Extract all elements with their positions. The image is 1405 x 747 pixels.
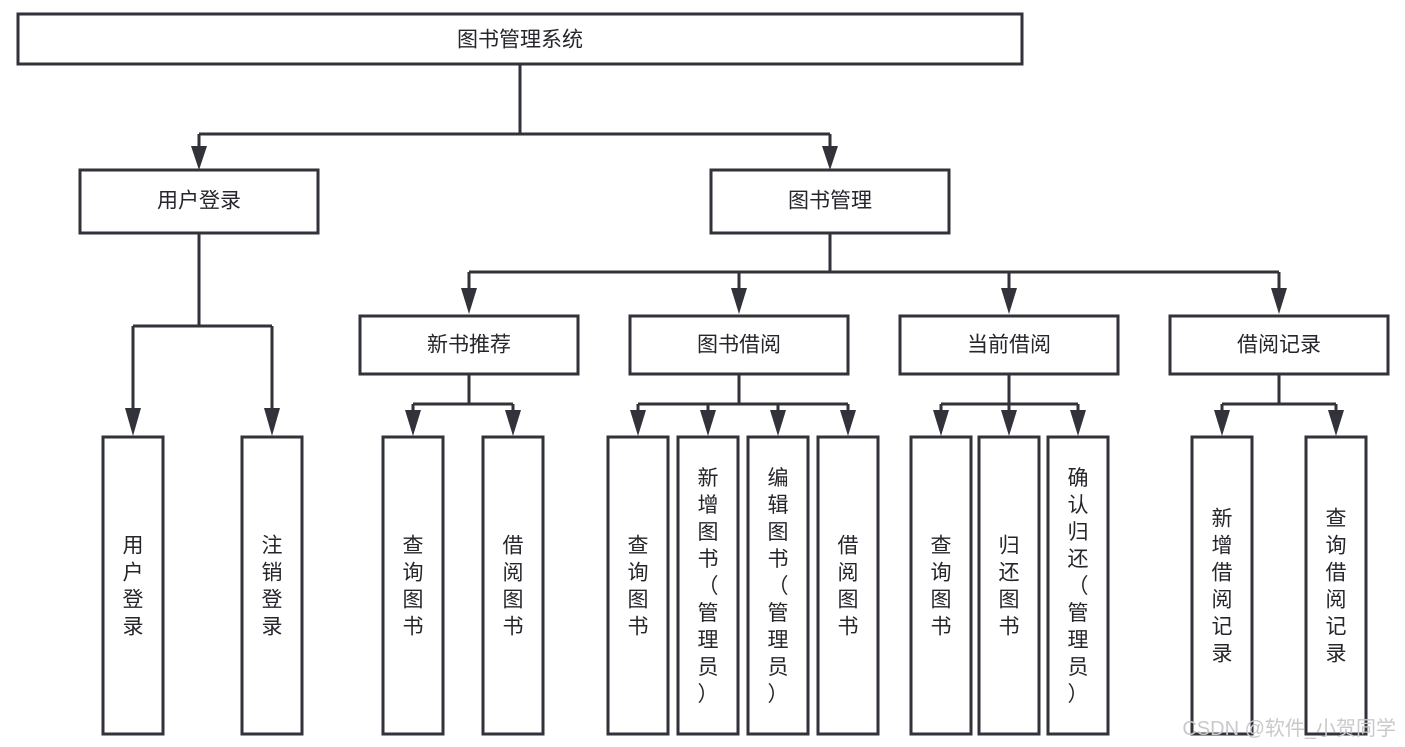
arrow-to-borrow-record: [1271, 288, 1287, 314]
arrow-to-current-borrow: [1001, 288, 1017, 314]
arrow-to-user-login: [191, 146, 207, 170]
node-user-login[interactable]: 用户登录: [78, 168, 320, 235]
arrow-to-leaf-query-book-1: [405, 410, 421, 436]
leaf-add-record-label: 新增借阅记录: [1212, 508, 1233, 666]
leaf-borrow-book-2-label: 借阅图书: [838, 535, 859, 639]
leaf-query-book-1[interactable]: [381, 435, 445, 736]
arrow-to-leaf-confirm-return: [1070, 410, 1086, 436]
leaf-add-record-box[interactable]: [1190, 435, 1254, 736]
watermark-label: CSDN @软件_小贺同学: [1182, 717, 1396, 740]
node-borrow-record[interactable]: 借阅记录: [1168, 314, 1390, 376]
leaf-confirm-return-box[interactable]: [1046, 435, 1110, 736]
leaf-add-book-box[interactable]: [676, 435, 740, 736]
node-current-borrow-box[interactable]: [898, 314, 1120, 376]
leaf-borrow-book-1[interactable]: [481, 435, 545, 736]
leaf-edit-book[interactable]: [746, 435, 810, 736]
leaf-borrow-book-2-box[interactable]: [816, 435, 880, 736]
leaf-query-record[interactable]: [1304, 435, 1368, 736]
leaf-logout-login-label: 注销登录: [262, 535, 283, 639]
leaf-query-book-3-label: 查询图书: [931, 535, 952, 639]
node-root-label: 图书管理系统: [457, 29, 583, 52]
arrow-to-leaf-user-login: [125, 408, 141, 436]
node-book-borrow[interactable]: 图书借阅: [628, 314, 850, 376]
leaf-user-login-box[interactable]: [101, 435, 165, 736]
arrow-to-book-management: [822, 146, 838, 170]
leaf-return-book-box[interactable]: [977, 435, 1041, 736]
arrow-to-leaf-borrow-book-2: [840, 410, 856, 436]
leaf-add-book-label: 新增图书（管理员）: [698, 467, 719, 706]
node-root-box[interactable]: [16, 12, 1024, 66]
arrow-to-leaf-return-book: [1001, 410, 1017, 436]
connector-book-management-bus: [467, 232, 1281, 292]
leaf-add-record[interactable]: [1190, 435, 1254, 736]
leaf-return-book-label: 归还图书: [999, 535, 1020, 639]
node-new-book-recommend-box[interactable]: [358, 314, 580, 376]
connector-user-login-bus: [131, 233, 274, 410]
leaf-edit-book-label: 编辑图书（管理员）: [768, 467, 789, 706]
leaf-edit-book-box[interactable]: [746, 435, 810, 736]
node-user-login-box[interactable]: [78, 168, 320, 235]
node-new-book-recommend-label: 新书推荐: [427, 334, 511, 357]
leaf-query-book-1-label: 查询图书: [403, 535, 424, 639]
leaf-confirm-return-label: 确认归还（管理员）: [1068, 467, 1089, 706]
node-book-management-label: 图书管理: [788, 190, 872, 213]
leaf-query-book-3[interactable]: [909, 435, 973, 736]
connector-book-borrow-bus: [636, 374, 850, 414]
node-new-book-recommend[interactable]: 新书推荐: [358, 314, 580, 376]
leaf-user-login[interactable]: [101, 435, 165, 736]
leaf-query-book-2[interactable]: [606, 435, 670, 736]
leaf-label-layer: 用户登录 注销登录 查询图书 借阅图书 查询图书 新增图书（管理员） 编辑图书（…: [123, 467, 1347, 706]
connector-root-bus: [197, 64, 832, 156]
leaf-query-record-label: 查询借阅记录: [1326, 508, 1347, 666]
node-root[interactable]: 图书管理系统: [16, 12, 1024, 66]
leaf-query-book-2-label: 查询图书: [628, 535, 649, 639]
arrow-to-leaf-borrow-book-1: [505, 410, 521, 436]
node-current-borrow-label: 当前借阅: [967, 334, 1051, 357]
leaf-query-record-box[interactable]: [1304, 435, 1368, 736]
arrow-to-leaf-edit-book: [770, 410, 786, 436]
node-current-borrow[interactable]: 当前借阅: [898, 314, 1120, 376]
arrow-to-leaf-query-book-2: [630, 410, 646, 436]
leaf-logout-login[interactable]: [240, 435, 304, 736]
leaf-borrow-book-1-box[interactable]: [481, 435, 545, 736]
arrow-to-leaf-query-book-3: [933, 410, 949, 436]
arrow-to-leaf-add-record: [1214, 410, 1230, 436]
leaf-add-book[interactable]: [676, 435, 740, 736]
node-borrow-record-box[interactable]: [1168, 314, 1390, 376]
node-book-borrow-box[interactable]: [628, 314, 850, 376]
leaf-query-book-3-box[interactable]: [909, 435, 973, 736]
node-book-borrow-label: 图书借阅: [697, 334, 781, 357]
leaf-return-book[interactable]: [977, 435, 1041, 736]
arrow-to-leaf-logout-login: [264, 408, 280, 436]
leaf-query-book-1-box[interactable]: [381, 435, 445, 736]
node-borrow-record-label: 借阅记录: [1237, 334, 1321, 357]
arrow-to-leaf-add-book: [700, 410, 716, 436]
node-user-login-label: 用户登录: [157, 190, 241, 213]
leaf-borrow-book-1-label: 借阅图书: [503, 535, 524, 639]
connector-borrow-record-bus: [1220, 374, 1338, 414]
leaf-borrow-book-2[interactable]: [816, 435, 880, 736]
connector-current-borrow-bus: [939, 374, 1080, 414]
arrow-to-book-borrow: [731, 288, 747, 314]
leaf-logout-login-box[interactable]: [240, 435, 304, 736]
arrow-to-leaf-query-record: [1328, 410, 1344, 436]
leaf-query-book-2-box[interactable]: [606, 435, 670, 736]
connector-layer: [125, 64, 1344, 436]
leaf-user-login-label: 用户登录: [123, 535, 144, 639]
node-book-management[interactable]: 图书管理: [709, 168, 951, 235]
node-book-management-box[interactable]: [709, 168, 951, 235]
connector-new-book-recommend-bus: [411, 374, 515, 414]
arrow-to-new-book-recommend: [461, 288, 477, 314]
leaf-confirm-return[interactable]: [1046, 435, 1110, 736]
